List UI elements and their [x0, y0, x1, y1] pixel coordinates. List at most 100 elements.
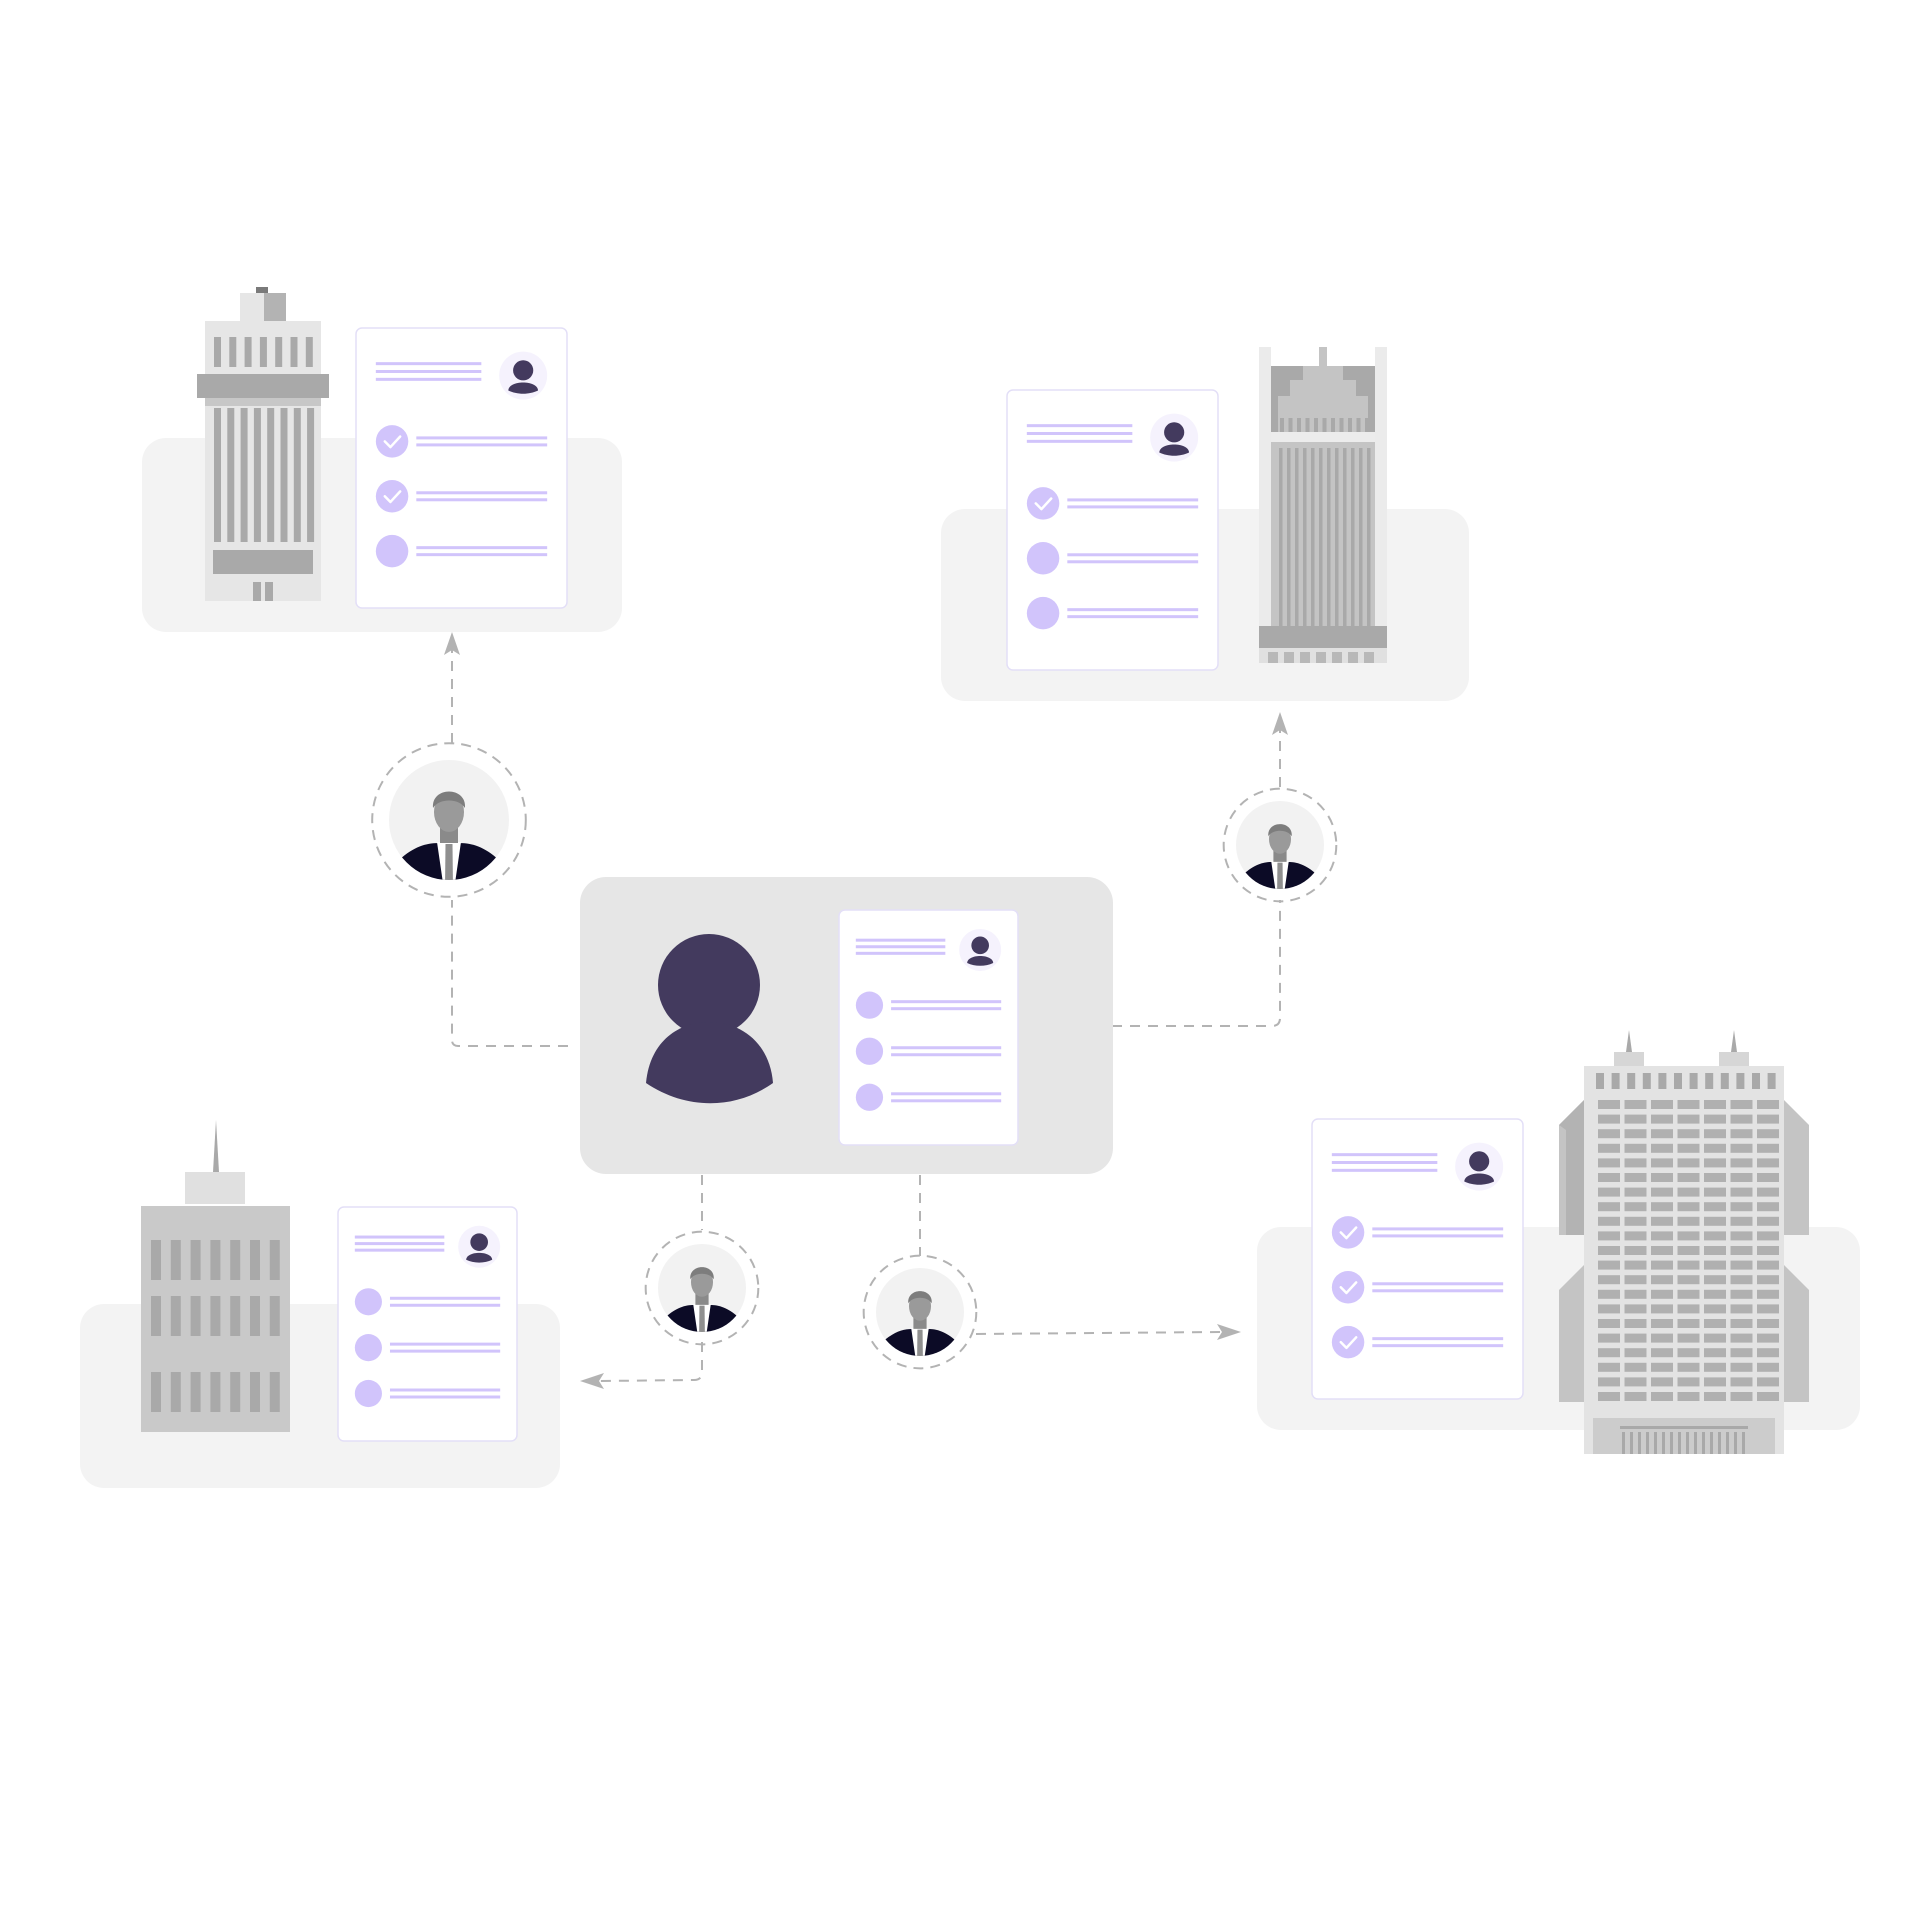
window [1757, 1377, 1779, 1387]
arrow-heads [444, 632, 1288, 1389]
window [1651, 1333, 1673, 1343]
window [1677, 1260, 1700, 1270]
column [227, 408, 235, 542]
window [1704, 1246, 1726, 1255]
window [1677, 1246, 1700, 1255]
window [190, 1296, 201, 1336]
window [1757, 1275, 1779, 1285]
window [269, 1372, 280, 1412]
column [1367, 448, 1371, 626]
window [1757, 1392, 1779, 1401]
window [170, 1372, 181, 1412]
window [1677, 1129, 1700, 1139]
hair [1268, 824, 1292, 837]
window [1757, 1246, 1779, 1255]
window [229, 337, 237, 367]
item-line [389, 1296, 501, 1300]
window [1757, 1260, 1779, 1270]
window [1305, 418, 1310, 432]
window [1704, 1100, 1726, 1109]
header-line [1331, 1153, 1438, 1157]
item-line [389, 1342, 501, 1346]
item-line [389, 1395, 501, 1399]
checkmark-icon [383, 490, 402, 504]
checklist-item-checked [375, 425, 548, 458]
building-bottom-right [1559, 1030, 1809, 1454]
checkmark-icon [383, 435, 402, 449]
window [1651, 1100, 1673, 1109]
entrance-bar [1726, 1432, 1729, 1454]
window [1598, 1348, 1620, 1358]
window [1730, 1289, 1753, 1299]
window [1730, 1158, 1753, 1168]
window [1677, 1392, 1700, 1401]
window [1730, 1231, 1753, 1241]
window [1624, 1275, 1647, 1285]
window [1348, 418, 1352, 432]
entrance-bar [1662, 1432, 1665, 1454]
header-line [375, 362, 482, 366]
header-line [855, 938, 946, 942]
window [1752, 1073, 1760, 1089]
checklist-bullet [1331, 1216, 1365, 1249]
window [1651, 1348, 1673, 1358]
column [253, 408, 261, 542]
window [1730, 1114, 1753, 1124]
window [269, 1240, 280, 1280]
window [1651, 1173, 1673, 1182]
window [1757, 1362, 1779, 1372]
item-line [891, 1053, 1002, 1057]
item-line [891, 1099, 1002, 1103]
window [259, 337, 267, 367]
window [1720, 1073, 1729, 1089]
column [1303, 448, 1307, 626]
window [1767, 1073, 1776, 1089]
building-entrance [1620, 1426, 1748, 1454]
card-background [355, 327, 568, 609]
window [244, 337, 252, 367]
window [1677, 1216, 1700, 1226]
window [1658, 1073, 1667, 1089]
window [1651, 1143, 1673, 1153]
window [1757, 1187, 1779, 1197]
window [1624, 1289, 1647, 1299]
arrow-head-icon [580, 1373, 604, 1389]
base-window [1332, 652, 1342, 663]
window [290, 337, 298, 367]
checklist-item-checked [1331, 1271, 1504, 1304]
window [1365, 418, 1369, 432]
checklist-item [354, 1379, 501, 1408]
dashed-ring [862, 1254, 978, 1370]
window [1598, 1202, 1620, 1212]
base-window [1300, 652, 1310, 663]
window [1704, 1143, 1726, 1153]
window [1651, 1216, 1673, 1226]
window [1598, 1129, 1620, 1139]
window [1730, 1143, 1753, 1153]
window [1598, 1362, 1620, 1372]
window [1624, 1231, 1647, 1241]
column [1327, 448, 1331, 626]
window [1677, 1275, 1700, 1285]
window [1642, 1073, 1651, 1089]
window [190, 1372, 201, 1412]
item-line [891, 1092, 1002, 1096]
window [1624, 1129, 1647, 1139]
window [230, 1296, 241, 1336]
window [1651, 1319, 1673, 1328]
window [1651, 1129, 1673, 1139]
item-line [1067, 498, 1199, 502]
checklist-bullet [1026, 542, 1060, 575]
item-line [1372, 1234, 1504, 1238]
card-background [1311, 1118, 1524, 1400]
window [1730, 1275, 1753, 1285]
column [1295, 448, 1299, 626]
column [293, 408, 301, 542]
window [1651, 1260, 1673, 1270]
header-line [1331, 1161, 1438, 1164]
item-line [416, 546, 548, 550]
window [1596, 1073, 1604, 1089]
window [1624, 1348, 1647, 1358]
window [1704, 1114, 1726, 1124]
